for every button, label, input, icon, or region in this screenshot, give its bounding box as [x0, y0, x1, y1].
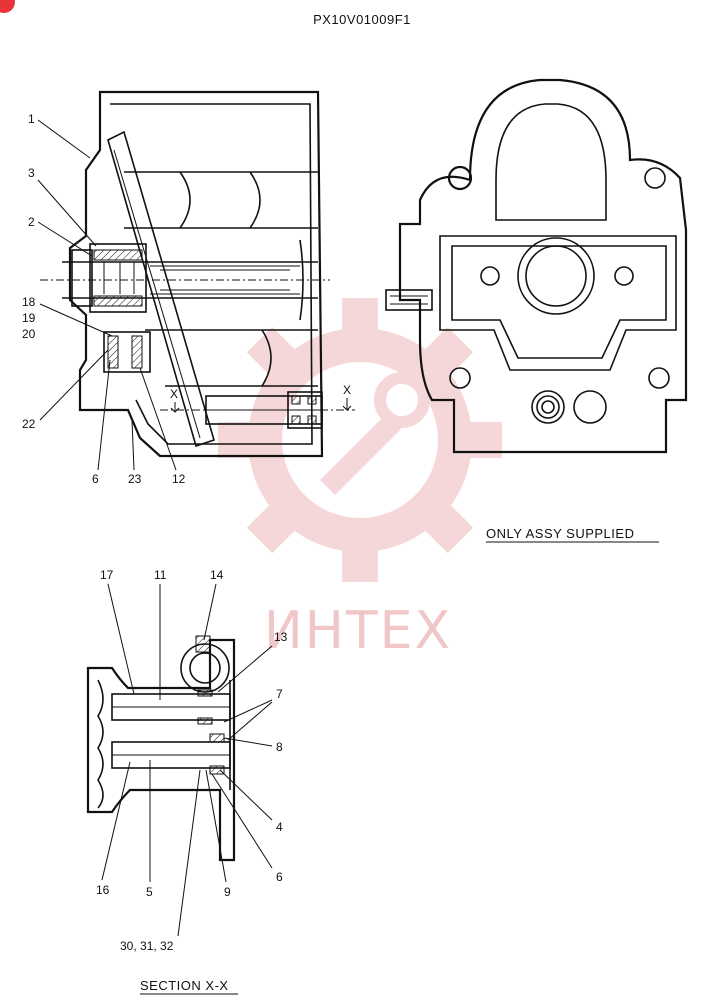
label-6-top: 6 — [92, 472, 99, 486]
pump-end-view — [385, 78, 688, 454]
label-30-31-32: 30, 31, 32 — [120, 939, 174, 953]
label-16: 16 — [96, 883, 110, 897]
label-2: 2 — [28, 215, 35, 229]
label-9: 9 — [224, 885, 231, 899]
label-6-section: 6 — [276, 870, 283, 884]
label-13: 13 — [274, 630, 288, 644]
label-20: 20 — [22, 327, 36, 341]
label-22: 22 — [22, 417, 36, 431]
watermark-text: ИНТЕХ — [264, 601, 452, 661]
label-14: 14 — [210, 568, 224, 582]
label-18: 18 — [22, 295, 36, 309]
label-4: 4 — [276, 820, 283, 834]
label-3: 3 — [28, 166, 35, 180]
corner-badge — [0, 0, 15, 13]
label-12: 12 — [172, 472, 186, 486]
watermark-gear-icon — [218, 298, 502, 582]
section-title: SECTION X-X — [140, 978, 229, 993]
label-7: 7 — [276, 687, 283, 701]
section-mark-right: X — [343, 383, 351, 397]
label-1: 1 — [28, 112, 35, 126]
label-11: 11 — [154, 568, 167, 582]
pump-section-view: X X — [40, 90, 355, 458]
label-23: 23 — [128, 472, 142, 486]
only-assy-note: ONLY ASSY SUPPLIED — [486, 526, 634, 541]
label-8: 8 — [276, 740, 283, 754]
section-xx-view — [86, 635, 236, 862]
label-19: 19 — [22, 311, 36, 325]
part-code: PX10V01009F1 — [313, 12, 411, 27]
label-5: 5 — [146, 885, 153, 899]
section-mark-left: X — [170, 387, 178, 401]
label-17: 17 — [100, 568, 114, 582]
section-view-labels: 17 11 14 13 7 8 4 6 9 5 16 30, 31, 32 — [96, 568, 288, 953]
top-view-labels: 1 3 2 18 19 20 22 6 23 12 — [22, 112, 186, 486]
